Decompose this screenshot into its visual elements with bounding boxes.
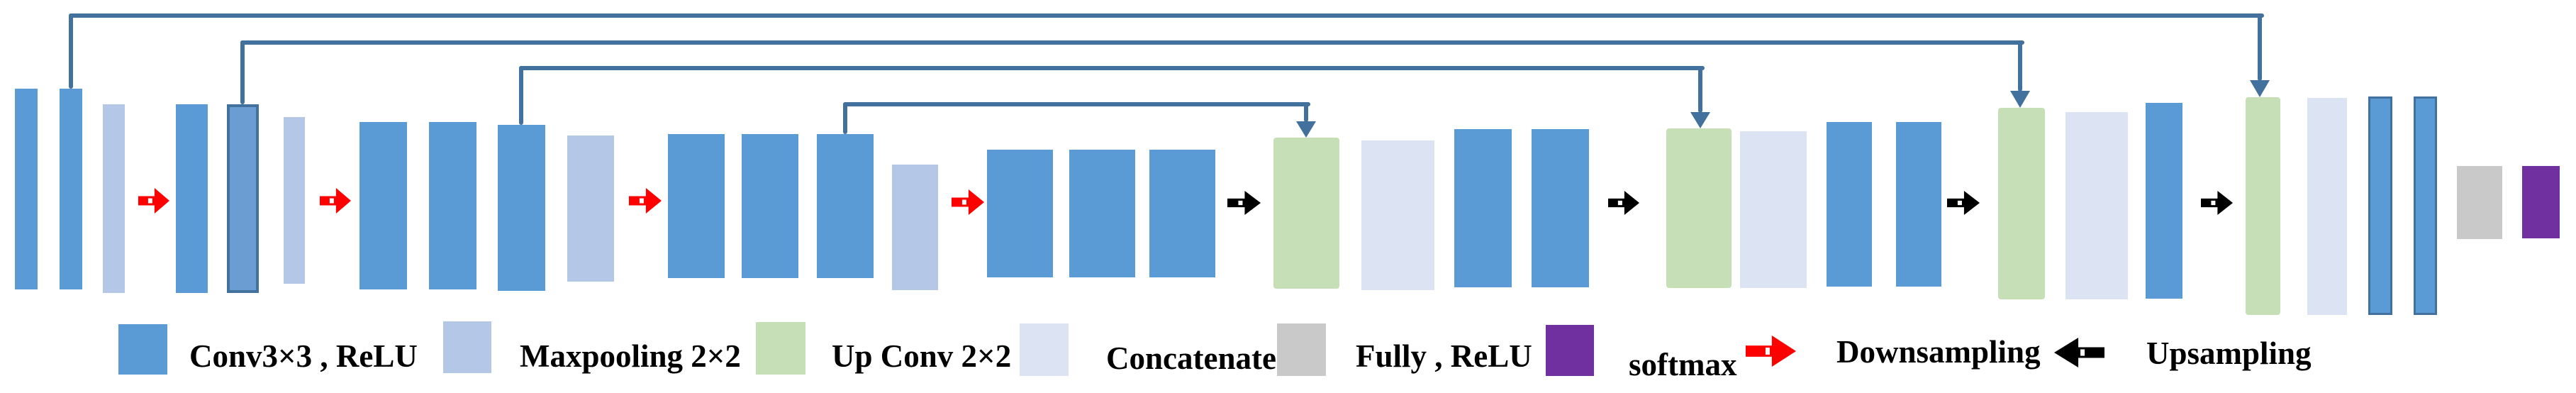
enc3-conv-3	[498, 125, 545, 291]
enc2-maxpool	[284, 117, 305, 284]
skip-level-4-arrowhead-icon	[1296, 121, 1316, 138]
dec2-conv-1	[1827, 122, 1872, 287]
dec4-conv-1	[2368, 96, 2392, 315]
bottleneck-conv-1	[987, 150, 1053, 277]
legend-swatch-3	[1020, 323, 1069, 376]
enc4-conv-1	[668, 134, 725, 278]
skip-level-4-right-drop	[1304, 102, 1308, 122]
enc4-maxpool	[892, 165, 938, 290]
softmax-layer	[2522, 166, 2560, 238]
dec2-upconv	[1666, 128, 1732, 288]
dec3-concatenate	[2065, 112, 2128, 299]
enc2-conv-2	[227, 104, 259, 293]
skip-level-2-right-drop	[2018, 40, 2022, 92]
dec4-concatenate	[2307, 98, 2347, 315]
skip-level-3-hline	[519, 66, 1705, 70]
enc2-conv-1	[176, 104, 208, 293]
legend-label-upsampling: Upsampling	[2146, 336, 2312, 371]
skip-level-3-arrowhead-icon	[1690, 112, 1710, 128]
enc3-conv-1	[359, 122, 407, 289]
dec3-upconv	[1998, 108, 2045, 299]
skip-level-1-left-drop	[69, 13, 73, 89]
skip-level-2-arrowhead-icon	[2010, 91, 2030, 108]
legend-label-fully: Fully , ReLU	[1356, 338, 1532, 374]
input-conv-2	[60, 89, 82, 289]
skip-level-1-right-drop	[2258, 13, 2262, 81]
downsampling-arrow-3-icon	[629, 188, 662, 214]
legend-label-conv: Conv3×3 , ReLU	[189, 338, 418, 374]
downsampling-arrow-1-icon	[138, 188, 169, 214]
legend-swatch-5	[1546, 325, 1594, 376]
fully-relu-layer	[2457, 166, 2502, 239]
enc1-maxpool	[103, 104, 125, 293]
upsampling-arrow-3-icon	[1947, 191, 1980, 215]
skip-level-2-left-drop	[240, 40, 245, 104]
dec3-conv	[2146, 103, 2182, 299]
legend-arrow-7-icon	[2054, 338, 2104, 367]
skip-level-1-arrowhead-icon	[2250, 80, 2270, 97]
legend-label-upconv: Up Conv 2×2	[832, 338, 1012, 374]
downsampling-arrow-4-icon	[952, 189, 984, 215]
legend-swatch-2	[756, 322, 805, 375]
enc4-conv-2	[742, 134, 798, 278]
skip-level-4-hline	[843, 102, 1310, 106]
dec4-conv-2	[2414, 96, 2437, 315]
legend-label-maxpooling: Maxpooling 2×2	[520, 338, 741, 374]
enc4-conv-3	[817, 134, 874, 278]
dec2-concatenate	[1740, 131, 1807, 288]
legend-label-downsampling: Downsampling	[1836, 334, 2041, 370]
skip-level-3-left-drop	[519, 66, 523, 125]
enc3-conv-2	[429, 122, 476, 289]
dec1-conv-2	[1532, 129, 1589, 287]
legend-arrow-6-icon	[1746, 336, 1796, 367]
skip-level-4-left-drop	[843, 102, 847, 134]
dec2-conv-2	[1896, 122, 1941, 287]
dec1-concatenate	[1361, 140, 1434, 290]
bottleneck-conv-2	[1069, 150, 1135, 277]
upsampling-arrow-2-icon	[1608, 191, 1639, 215]
dec1-conv-1	[1454, 129, 1512, 287]
upsampling-arrow-4-icon	[2201, 191, 2233, 215]
legend-swatch-4	[1277, 323, 1326, 376]
downsampling-arrow-2-icon	[320, 188, 351, 214]
skip-level-1-hline	[69, 13, 2264, 18]
skip-level-3-right-drop	[1698, 66, 1702, 113]
legend-swatch-0	[118, 324, 167, 375]
skip-level-2-hline	[240, 40, 2024, 45]
legend-label-concatenate: Concatenate	[1106, 341, 1276, 376]
dec1-upconv	[1273, 138, 1339, 289]
input-conv-1	[15, 89, 38, 289]
legend-label-softmax: softmax	[1629, 347, 1737, 382]
enc3-maxpool	[567, 135, 614, 282]
bottleneck-conv-3	[1149, 150, 1215, 277]
legend-swatch-1	[443, 321, 491, 373]
dec4-upconv	[2246, 97, 2280, 315]
upsampling-arrow-1-icon	[1227, 191, 1261, 215]
